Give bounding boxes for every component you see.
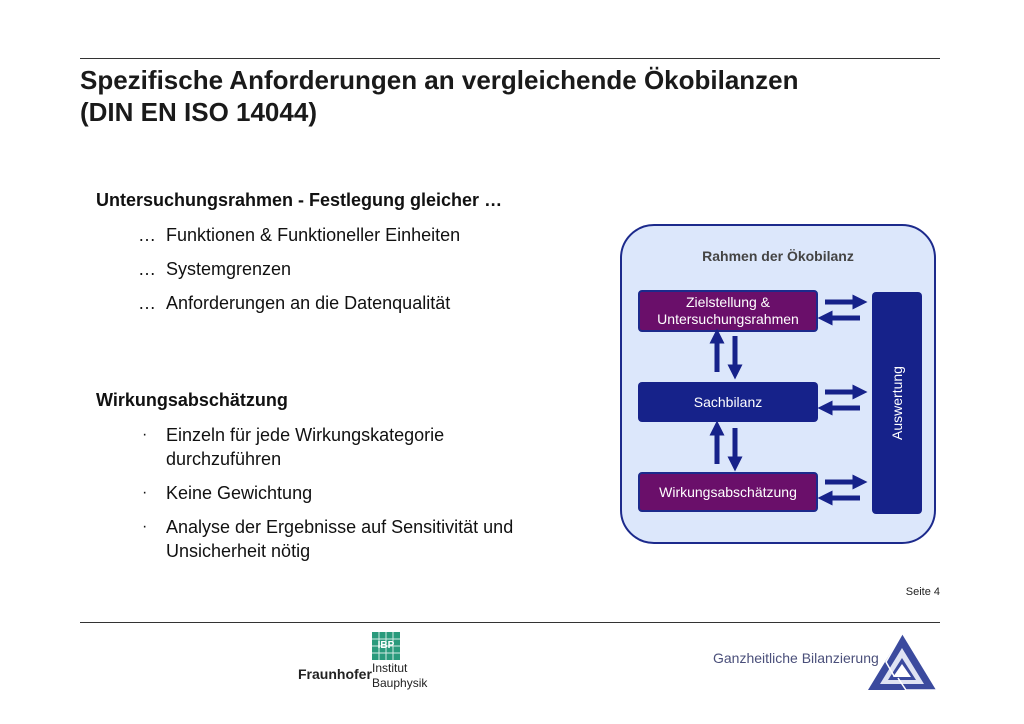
page-title: Spezifische Anforderungen an vergleichen… <box>80 64 940 128</box>
ellipsis-marker: … <box>138 225 156 245</box>
page-number: Seite 4 <box>905 586 940 598</box>
auswertung-bar <box>872 292 922 514</box>
box-wirkungsabschaetzung: Wirkungsabschätzung <box>638 472 818 512</box>
box-zielstellung: Zielstellung & Untersuchungsrahmen <box>638 290 818 332</box>
impossible-triangle-logo <box>868 633 936 691</box>
list-item-text: Anforderungen an die Datenqualität <box>166 293 451 313</box>
vertical-arrows-upper <box>709 328 743 380</box>
list-item-text: Unsicherheit nötig <box>166 541 311 561</box>
section-heading-untersuchungsrahmen: Untersuchungsrahmen - Festlegung gleiche… <box>96 190 503 210</box>
bullet-marker: · <box>142 426 148 443</box>
top-rule <box>80 58 940 59</box>
horizontal-arrows-3 <box>817 474 868 506</box>
ellipsis-marker: … <box>138 293 156 313</box>
box-sachbilanz: Sachbilanz <box>638 382 818 422</box>
bullet-marker: · <box>142 484 148 501</box>
horizontal-arrows-1 <box>817 294 868 326</box>
ibp-logo: IBP <box>372 632 400 660</box>
title-line-2: (DIN EN ISO 14044) <box>80 97 317 127</box>
diagram-title: Rahmen der Ökobilanz <box>702 248 854 264</box>
ibp-logo-icon <box>372 632 400 660</box>
list-item-text: Einzeln für jede Wirkungskategorie <box>166 425 445 445</box>
list-item-text: durchzuführen <box>166 449 282 469</box>
fraunhofer-wordmark: Fraunhofer <box>298 666 372 682</box>
institute-line-2: Bauphysik <box>372 676 428 690</box>
oekobilanz-framework-diagram: Rahmen der Ökobilanz Zielstellung & Unte… <box>620 224 936 544</box>
vertical-arrows-lower <box>709 420 743 472</box>
bullet-marker: · <box>142 518 148 535</box>
horizontal-arrows-2 <box>817 384 868 416</box>
arrows-layer <box>709 294 868 506</box>
box-zielstellung-line-1: Zielstellung & <box>685 294 771 310</box>
ellipsis-marker: … <box>138 259 156 279</box>
title-line-1: Spezifische Anforderungen an vergleichen… <box>80 65 799 95</box>
box-zielstellung-line-2: Untersuchungsrahmen <box>657 311 799 327</box>
list-item-text: Analyse der Ergebnisse auf Sensitivität … <box>166 517 514 537</box>
ibp-logo-text: IBP <box>377 640 395 651</box>
list-item-text: Keine Gewichtung <box>166 483 313 503</box>
institute-line-1: Institut <box>372 661 408 675</box>
list-item-text: Systemgrenzen <box>166 259 292 279</box>
section-heading-wirkungsabschaetzung: Wirkungsabschätzung <box>96 390 288 410</box>
footer-tagline: Ganzheitliche Bilanzierung <box>713 650 879 666</box>
list-item-text: Funktionen & Funktioneller Einheiten <box>166 225 461 245</box>
bottom-rule <box>80 622 940 623</box>
institute-name: Institut Bauphysik <box>372 661 427 691</box>
